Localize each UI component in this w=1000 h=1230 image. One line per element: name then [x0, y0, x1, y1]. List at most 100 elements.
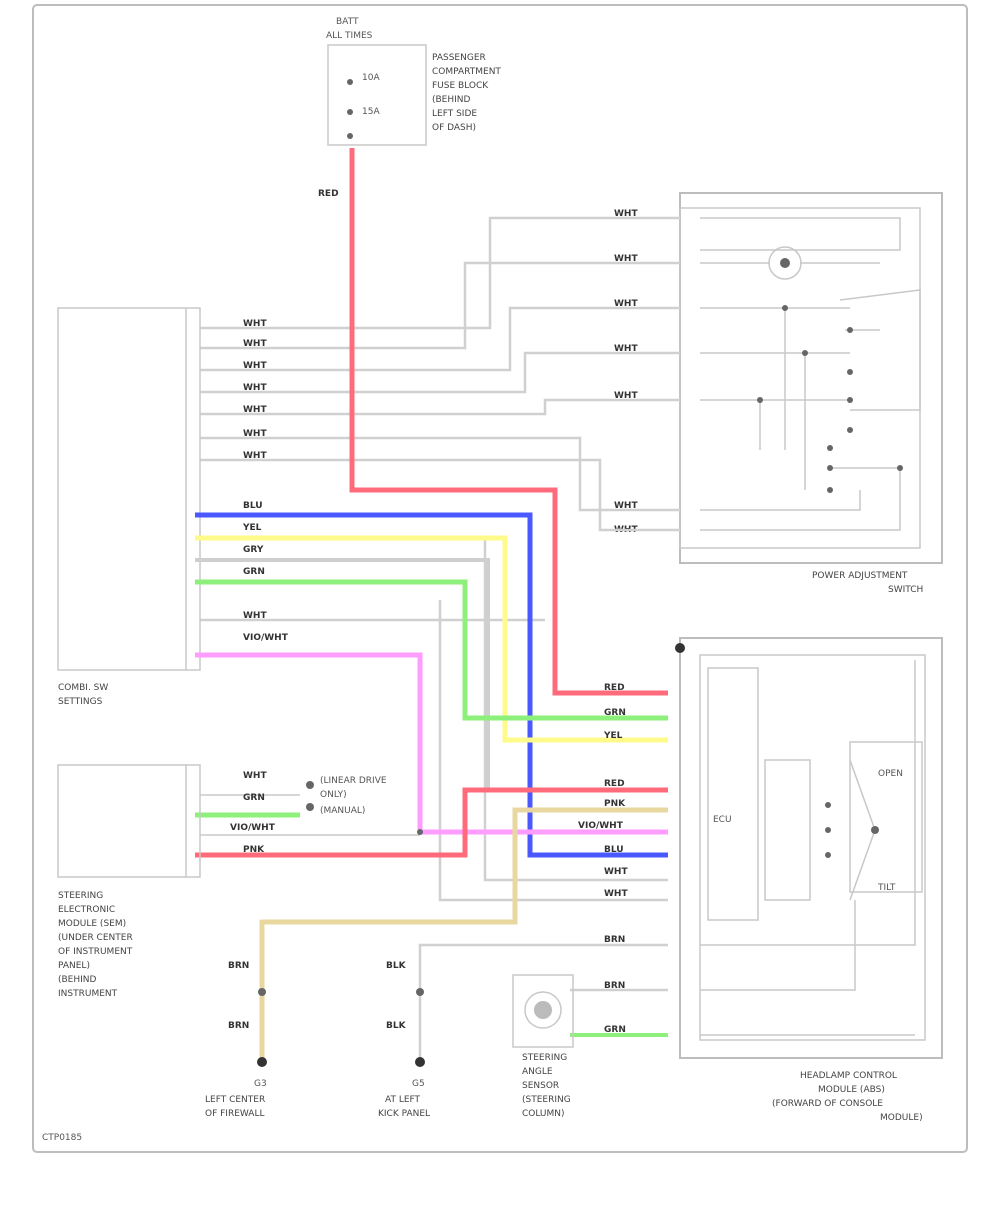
combi-extra-1: VIO/WHT [243, 633, 289, 643]
svg-text:KICK PANEL: KICK PANEL [378, 1109, 430, 1119]
ecu-low-0: BRN [604, 935, 625, 945]
headlamp-control-module: ECU OPEN TILT RED GRN YEL RED PNK VIO/WH… [578, 637, 943, 1123]
wire-red-lower [195, 787, 668, 858]
combi-label-0: WHT [243, 319, 267, 329]
combi-label-4: WHT [243, 405, 267, 415]
wire-gray [195, 558, 490, 790]
wire-blue [195, 512, 668, 858]
svg-text:BLK: BLK [386, 1021, 407, 1031]
svg-text:ALL TIMES: ALL TIMES [326, 31, 373, 41]
wire-red-main [349, 148, 668, 696]
combi-label-2: WHT [243, 361, 267, 371]
combi-extra-0: WHT [243, 611, 267, 621]
ps-label-0: WHT [614, 209, 638, 219]
sem-caption-5: PANEL) [58, 961, 90, 971]
svg-text:10A: 10A [362, 73, 380, 83]
ps-label-4: WHT [614, 391, 638, 401]
combi-label-3: WHT [243, 383, 267, 393]
steering-electronic-module: WHT GRN VIO/WHT PNK (LINEAR DRIVE ONLY) … [57, 764, 423, 999]
ecu-caption-1: MODULE (ABS) [818, 1085, 885, 1095]
sensor-caption-3: (STEERING [522, 1095, 571, 1105]
footer-code: CTP0185 [42, 1133, 82, 1143]
svg-text:BRN: BRN [228, 1021, 249, 1031]
combi-bus-3: GRN [243, 567, 265, 577]
combi-caption-1: SETTINGS [58, 697, 103, 707]
svg-text:AT LEFT: AT LEFT [385, 1095, 421, 1105]
ecu-in-1: GRN [604, 708, 626, 718]
svg-text:OF FIREWALL: OF FIREWALL [205, 1109, 264, 1119]
fuse-desc-0: PASSENGER [432, 53, 486, 63]
ground-left: BRN BRN G3 LEFT CENTER OF FIREWALL [205, 961, 267, 1119]
sem-caption-2: MODULE (SEM) [58, 919, 126, 929]
combi-label-5: WHT [243, 429, 267, 439]
sem-caption-7: INSTRUMENT [58, 989, 118, 999]
wire-tan [259, 807, 668, 1060]
sem-caption-4: OF INSTRUMENT [58, 947, 133, 957]
wire-pink [195, 652, 668, 835]
sem-note-0: (LINEAR DRIVE [320, 776, 387, 786]
ecu-in-2: YEL [603, 731, 623, 741]
ps-label-3: WHT [614, 344, 638, 354]
sem-caption-1: ELECTRONIC [58, 905, 115, 915]
fuse-block: BATT ALL TIMES 10A 15A PASSENGER COMPART… [326, 17, 501, 146]
wire-yellow [195, 535, 668, 743]
sem-label-2: VIO/WHT [230, 823, 276, 833]
sem-label-0: WHT [243, 771, 267, 781]
combi-label-1: WHT [243, 339, 267, 349]
ecu-low-2: GRN [604, 1025, 626, 1035]
wire-green [195, 579, 668, 721]
ecu-in-5: VIO/WHT [578, 821, 624, 831]
fuse-desc-2: FUSE BLOCK [432, 81, 489, 91]
svg-text:G5: G5 [412, 1079, 425, 1089]
ps-caption-0: POWER ADJUSTMENT [812, 571, 908, 581]
colored-wires [195, 148, 668, 1060]
ecu-in-0: RED [604, 683, 625, 693]
wire-brn-ground [418, 943, 668, 1060]
ecu-in-7: WHT [604, 867, 628, 877]
svg-text:BLK: BLK [386, 961, 407, 971]
fuse-desc-5: OF DASH) [432, 123, 476, 133]
diagram-frame [32, 4, 968, 1153]
fuse-desc-1: COMPARTMENT [432, 67, 501, 77]
sem-caption-3: (UNDER CENTER [58, 933, 133, 943]
ps-caption-1: SWITCH [888, 585, 923, 595]
ecu-motor-1: TILT [877, 883, 896, 893]
sensor-caption-0: STEERING [522, 1053, 567, 1063]
ps-label-1: WHT [614, 254, 638, 264]
svg-text:15A: 15A [362, 107, 380, 117]
fuse-wire-label: RED [318, 189, 339, 199]
ecu-motor-0: OPEN [878, 769, 903, 779]
ecu-caption-3: MODULE) [880, 1113, 923, 1123]
ps-label-5: WHT [614, 501, 638, 511]
sensor-caption-2: SENSOR [522, 1081, 559, 1091]
ecu-low-1: BRN [604, 981, 625, 991]
ecu-caption-2: (FORWARD OF CONSOLE [772, 1099, 883, 1109]
ecu-in-3: RED [604, 779, 625, 789]
svg-text:G3: G3 [254, 1079, 267, 1089]
steering-angle-sensor: STEERING ANGLE SENSOR (STEERING COLUMN) [512, 974, 574, 1119]
sem-note-2: (MANUAL) [320, 806, 365, 816]
ground-mid: BLK BLK G5 AT LEFT KICK PANEL [378, 961, 430, 1119]
ecu-caption-0: HEADLAMP CONTROL [800, 1071, 897, 1081]
svg-text:BRN: BRN [228, 961, 249, 971]
svg-text:LEFT CENTER: LEFT CENTER [205, 1095, 265, 1105]
combi-bus-2: GRY [243, 545, 264, 555]
sem-caption-0: STEERING [58, 891, 103, 901]
svg-text:BATT: BATT [336, 17, 359, 27]
fuse-desc-4: LEFT SIDE [432, 109, 477, 119]
ecu-in-6: BLU [604, 845, 624, 855]
sensor-caption-1: ANGLE [522, 1067, 553, 1077]
gray-wires [200, 216, 680, 902]
sem-note-1: ONLY) [320, 790, 347, 800]
ecu-in-8: WHT [604, 889, 628, 899]
combi-label-6: WHT [243, 451, 267, 461]
sem-label-3: PNK [243, 845, 265, 855]
ecu-inner-label: ECU [713, 815, 732, 825]
combi-bus-1: YEL [242, 523, 262, 533]
power-adjustment-switch: WHT WHT WHT WHT WHT WHT WHT POWER ADJUST… [614, 192, 943, 595]
sem-caption-6: (BEHIND [58, 975, 97, 985]
sem-label-1: GRN [243, 793, 265, 803]
fuse-desc-3: (BEHIND [432, 95, 471, 105]
sensor-caption-4: COLUMN) [522, 1109, 565, 1119]
